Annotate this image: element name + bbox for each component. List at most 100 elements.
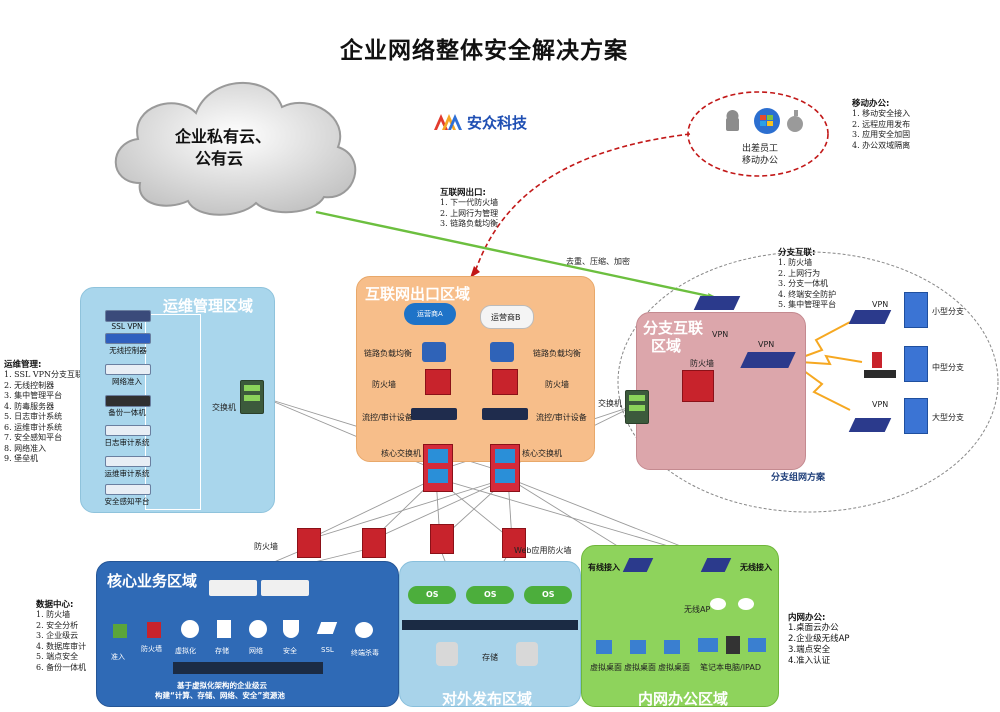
ops-list-item: 3. 集中管理平台 bbox=[4, 391, 63, 400]
mobile-list-item: 1. 移动安全接入 bbox=[852, 109, 911, 118]
internet-list-item: 1. 下一代防火墙 bbox=[440, 198, 499, 207]
lan-list-item: 4.准入认证 bbox=[788, 656, 831, 666]
dc-firewall-1-icon bbox=[297, 528, 321, 558]
dc-list-item: 2. 安全分析 bbox=[36, 620, 79, 630]
ap-1-icon bbox=[710, 598, 726, 610]
mobile-os-icons: 出差员工 移动办公 bbox=[722, 107, 812, 166]
lb-label-right: 链路负载均衡 bbox=[533, 349, 581, 358]
mid-branch-label: 中型分支 bbox=[932, 363, 964, 372]
logo-mark-icon bbox=[434, 114, 462, 130]
ops-list-item: 5. 日志审计系统 bbox=[4, 412, 63, 421]
windows-icon bbox=[754, 108, 780, 134]
access-icon bbox=[113, 624, 127, 638]
isp-b-label: 运营商B bbox=[491, 313, 521, 322]
public-storage-label: 存储 bbox=[482, 653, 498, 662]
cloud-icon bbox=[114, 82, 357, 216]
waf-2-icon bbox=[502, 528, 526, 558]
antivirus-label: 终端杀毒 bbox=[351, 649, 379, 657]
branch-wan-links bbox=[799, 321, 863, 411]
mid-branch-building-icon bbox=[904, 346, 928, 382]
flow-label-right: 流控/审计设备 bbox=[536, 413, 587, 422]
mobile-dashed-link bbox=[474, 133, 691, 273]
ops-zone-title: 运维管理区域 bbox=[163, 297, 254, 315]
virtual-desktop-3-icon bbox=[664, 640, 680, 654]
vpn-top-label: VPN bbox=[712, 330, 729, 339]
dc-list-item: 3. 企业级云 bbox=[36, 631, 79, 640]
page-title: 企业网络整体安全解决方案 bbox=[340, 38, 628, 64]
ops-list-item: 1. SSL VPN分支互联 bbox=[4, 370, 84, 379]
network-label: 网络 bbox=[249, 647, 263, 655]
cloud: 企业私有云、 公有云 bbox=[100, 65, 370, 225]
vpn-top-icon bbox=[693, 296, 741, 310]
branch-list-item: 3. 分支一体机 bbox=[778, 279, 829, 288]
internet-list-item: 2. 上网行为管理 bbox=[440, 208, 499, 218]
branch-zone: 分支互联 区域 bbox=[636, 312, 806, 470]
flow-audit-a-icon bbox=[411, 408, 457, 420]
large-branch-label: 大型分支 bbox=[932, 413, 964, 422]
backup-appliance-device bbox=[105, 395, 151, 407]
apple-icon bbox=[787, 110, 803, 132]
isp-a-label: 运营商A bbox=[417, 310, 443, 318]
public-zone: OS OS OS 存储 对外发布区域 bbox=[399, 561, 581, 708]
os-icons bbox=[726, 108, 803, 134]
os-3-label: OS bbox=[542, 590, 555, 599]
dc-list-title: 数据中心: bbox=[36, 600, 74, 610]
virtual-desktop-1-label: 虚拟桌面 bbox=[590, 663, 622, 672]
small-branch-vpn-icon bbox=[848, 310, 892, 324]
small-branch-vpn-label: VPN bbox=[872, 300, 889, 309]
log-audit-caption: 日志审计系统 bbox=[104, 438, 150, 447]
wireless-ap-label: 无线AP bbox=[684, 605, 711, 614]
ops-list: 运维管理: 1. SSL VPN分支互联 2. 无线控制器 3. 集中管理平台 … bbox=[4, 358, 83, 465]
large-branch-vpn-icon bbox=[848, 418, 892, 432]
core-label-right: 核心交换机 bbox=[522, 449, 562, 458]
os-1-label: OS bbox=[426, 590, 439, 599]
core-footer-1: 基于虚拟化架构的企业级云 bbox=[177, 681, 267, 690]
ssl-label: SSL bbox=[321, 646, 334, 654]
lan-list-title: 内网办公: bbox=[788, 613, 826, 623]
ops-audit-device bbox=[105, 456, 151, 467]
core-business-zone: 核心业务区域 准入 防火墙 虚拟化 存储 网络 安全 SSL 终端杀毒 基于虚拟… bbox=[96, 561, 399, 707]
dc-list-item: 5. 端点安全 bbox=[36, 652, 79, 661]
storage-icon bbox=[217, 620, 231, 638]
ops-audit-caption: 运维审计系统 bbox=[104, 469, 150, 478]
virtual-desktop-1-icon bbox=[596, 640, 612, 654]
mid-branch-firewall-icon bbox=[872, 352, 882, 368]
mobile-list-item: 3. 应用安全加固 bbox=[852, 130, 911, 139]
log-audit-device bbox=[105, 425, 151, 436]
branch-firewall-label: 防火墙 bbox=[690, 359, 714, 368]
branch-list-item: 4. 终端安全防护 bbox=[778, 289, 837, 299]
branch-scheme-caption: 分支组网方案 bbox=[771, 473, 826, 483]
os-3-icon bbox=[524, 586, 572, 604]
vpn-center-icon bbox=[740, 352, 796, 368]
logo-text: 安众科技 bbox=[467, 114, 528, 132]
server-1-icon bbox=[209, 580, 257, 596]
ops-switch-icon bbox=[240, 380, 264, 414]
lan-list-item: 1.桌面云办公 bbox=[788, 623, 839, 633]
virtual-desktop-2-icon bbox=[630, 640, 646, 654]
branch-zone-title-1: 分支互联 bbox=[643, 319, 704, 337]
security-awareness-device bbox=[105, 484, 151, 495]
load-balancer-a-icon bbox=[422, 342, 446, 362]
lan-list: 内网办公: 1.桌面云办公 2.企业级无线AP 3.端点安全 4.准入认证 bbox=[788, 611, 850, 667]
security-label: 安全 bbox=[283, 647, 297, 655]
ops-switch-label: 交换机 bbox=[212, 403, 236, 412]
virtual-desktop-2-label: 虚拟桌面 bbox=[624, 663, 656, 672]
public-server-rack-icon bbox=[402, 620, 578, 630]
virtual-desktop-3-label: 虚拟桌面 bbox=[658, 663, 690, 672]
branch-switch-icon bbox=[625, 390, 649, 424]
ap-2-icon bbox=[738, 598, 754, 610]
os-2-icon bbox=[466, 586, 514, 604]
internet-list: 互联网出口: 1. 下一代防火墙 2. 上网行为管理 3. 链路负载均衡 bbox=[440, 186, 498, 230]
branch-list-item: 1. 防火墙 bbox=[778, 258, 813, 267]
lan-list-item: 2.企业级无线AP bbox=[788, 634, 850, 644]
ops-list-item: 6. 运维审计系统 bbox=[4, 422, 63, 432]
small-branch-building-icon bbox=[904, 292, 928, 328]
ops-list-title: 运维管理: bbox=[4, 360, 42, 370]
branch-list-title: 分支互联: bbox=[778, 248, 816, 258]
ops-list-item: 2. 无线控制器 bbox=[4, 380, 55, 390]
network-icon bbox=[249, 620, 267, 638]
flow-label-left: 流控/审计设备 bbox=[362, 413, 413, 422]
core-switch-b-icon bbox=[490, 444, 520, 492]
lan-list-item: 3.端点安全 bbox=[788, 645, 831, 655]
internet-zone-title: 互联网出口区域 bbox=[365, 285, 471, 303]
